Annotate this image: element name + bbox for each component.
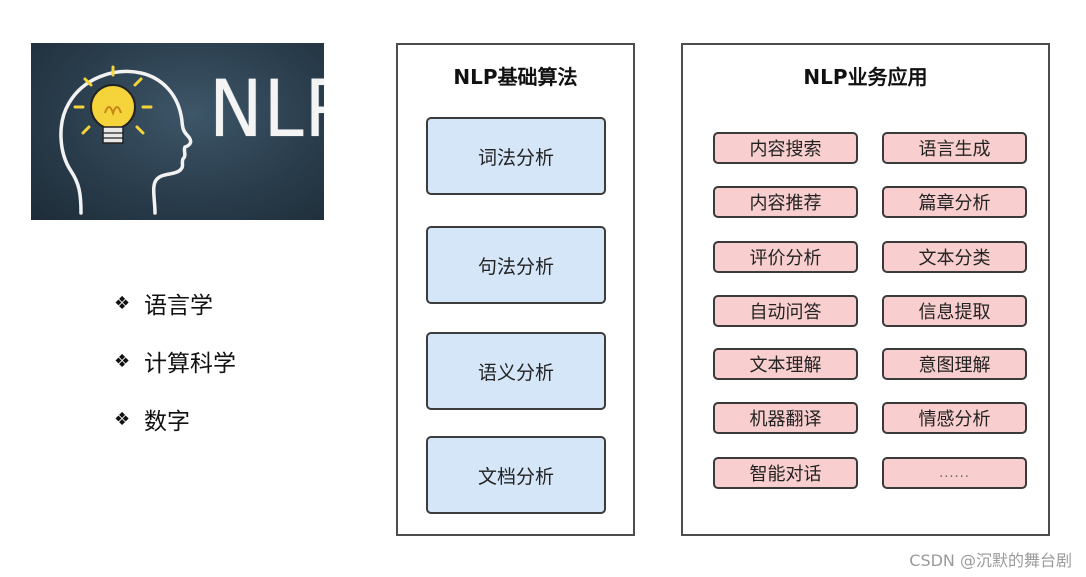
panel-title: NLP业务应用 — [803, 65, 928, 89]
algorithm-box: 句法分析 — [426, 226, 606, 304]
application-box: 智能对话 — [713, 457, 858, 489]
list-item-label: 语言学 — [144, 293, 213, 319]
application-box: 内容推荐 — [713, 186, 858, 218]
application-box-more: ...... — [882, 457, 1027, 489]
nlp-logo-text: NLP — [209, 65, 324, 155]
diamond-bullet-icon: ❖ — [114, 292, 131, 314]
application-box: 评价分析 — [713, 241, 858, 273]
application-box: 篇章分析 — [882, 186, 1027, 218]
application-box: 文本理解 — [713, 348, 858, 380]
application-box: 情感分析 — [882, 402, 1027, 434]
list-item-label: 数字 — [144, 409, 190, 435]
list-item: ❖ 数字 — [114, 399, 236, 439]
head-lightbulb-illustration — [59, 65, 193, 215]
application-box: 内容搜索 — [713, 132, 858, 164]
watermark: CSDN @沉默的舞台剧 — [909, 551, 1072, 570]
list-item-label: 计算科学 — [144, 351, 236, 377]
list-item: ❖ 语言学 — [114, 283, 236, 323]
application-box: 机器翻译 — [713, 402, 858, 434]
application-box: 意图理解 — [882, 348, 1027, 380]
application-box: 语言生成 — [882, 132, 1027, 164]
list-item: ❖ 计算科学 — [114, 341, 236, 381]
diamond-bullet-icon: ❖ — [114, 408, 131, 430]
algorithms-panel: NLP基础算法 词法分析 句法分析 语义分析 文档分析 — [396, 43, 635, 536]
panel-title: NLP基础算法 — [453, 65, 578, 89]
algorithm-box: 词法分析 — [426, 117, 606, 195]
nlp-hero-image: NLP — [31, 43, 324, 220]
application-box: 自动问答 — [713, 295, 858, 327]
algorithm-box: 文档分析 — [426, 436, 606, 514]
application-box: 信息提取 — [882, 295, 1027, 327]
applications-panel: NLP业务应用 内容搜索 语言生成 内容推荐 篇章分析 评价分析 文本分类 自动… — [681, 43, 1050, 536]
discipline-list: ❖ 语言学 ❖ 计算科学 ❖ 数字 — [114, 283, 236, 457]
algorithm-box: 语义分析 — [426, 332, 606, 410]
application-box: 文本分类 — [882, 241, 1027, 273]
diamond-bullet-icon: ❖ — [114, 350, 131, 372]
